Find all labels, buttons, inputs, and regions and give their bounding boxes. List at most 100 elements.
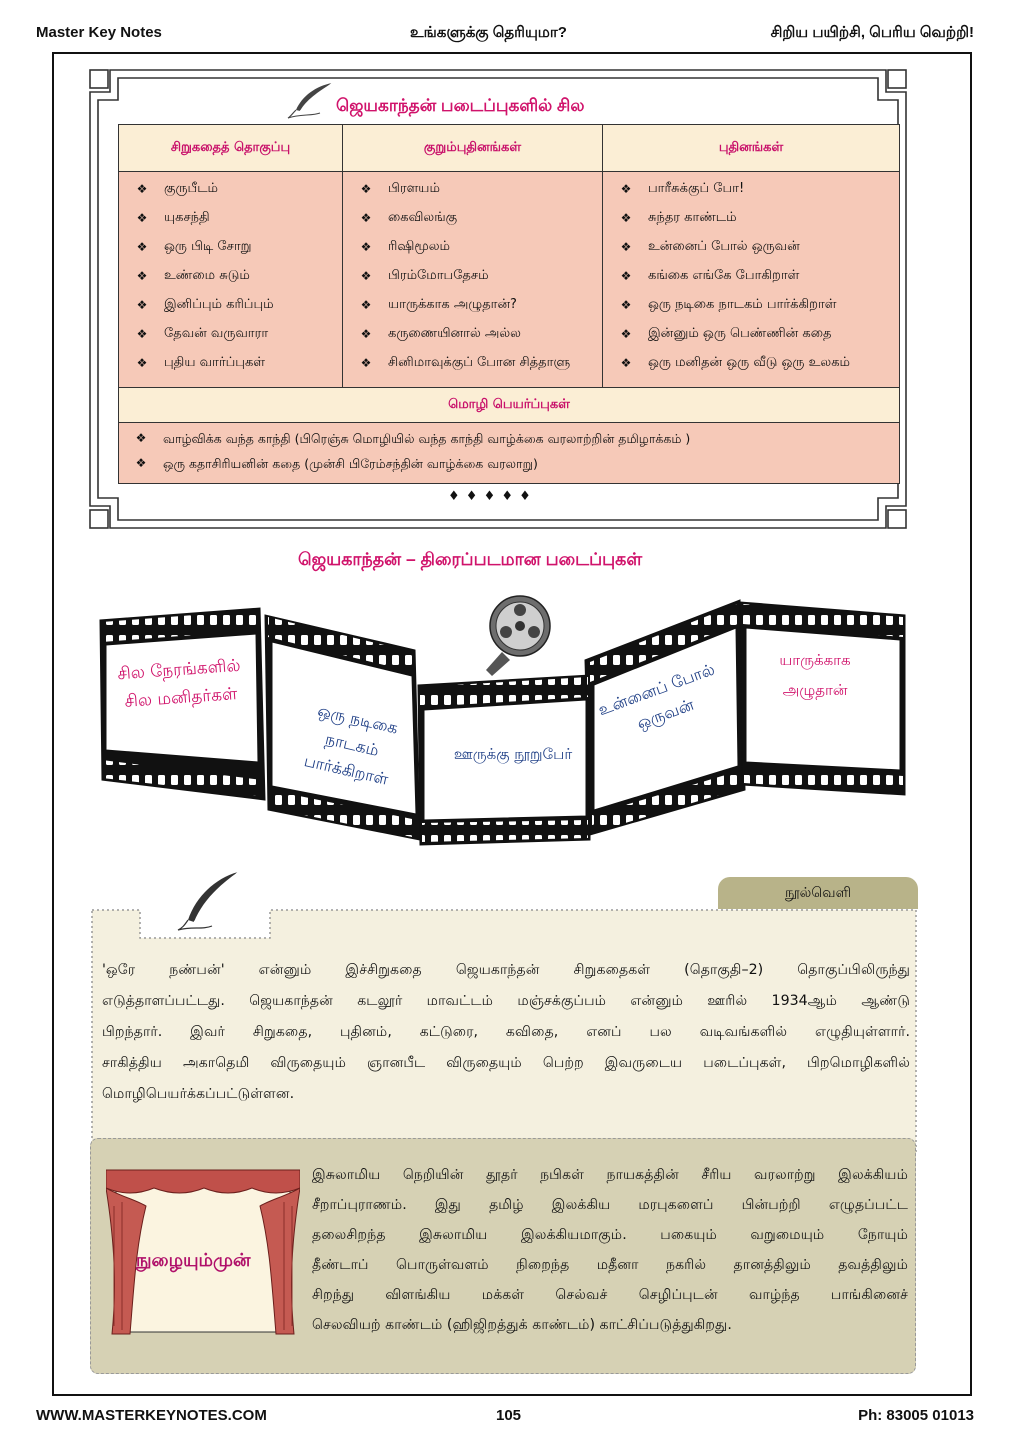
item-text: யாருக்காக அழுதான்? — [388, 296, 517, 312]
bullet-icon: ❖ — [135, 431, 147, 445]
intro-line: இசுலாமிய நெறியின் தூதர் நபிகள் நாயகத்தின… — [312, 1167, 908, 1183]
list-item: ❖பாரீசுக்குப் போ! — [604, 174, 898, 203]
col-header-novels: புதினங்கள் — [602, 125, 899, 172]
item-text: கங்கை எங்கே போகிறாள் — [648, 267, 800, 283]
bullet-icon: ❖ — [360, 326, 372, 341]
list-item: ❖ கைவிலங்கு — [344, 203, 601, 232]
bullet-icon: ❖ — [136, 210, 148, 225]
list-item: ❖ குருபீடம் — [120, 174, 341, 203]
footer-phone: Ph: 83005 01013 — [858, 1407, 974, 1424]
list-item: ❖ வாழ்விக்க வந்த காந்தி (பிரெஞ்சு மொழியில… — [119, 431, 691, 448]
item-text: பிரம்மோபதேசம் — [388, 267, 489, 283]
film-frame-5: யாருக்காக அழுதான் — [779, 651, 851, 699]
noolveli-line: சாகித்திய அகாதெமி விருதையும் ஞானபீட விரு… — [102, 1055, 910, 1071]
bullet-icon: ❖ — [136, 268, 148, 283]
list-item: ❖ ஒரு கதாசிரியனின் கதை (முன்சி பிரேம்சந்த… — [119, 456, 538, 473]
col-short-stories: ❖ குருபீடம் ❖ யுகசந்தி ❖ ஒரு பிடி சோறு ❖ உண்… — [119, 171, 343, 389]
item-text: ஒரு பிடி சோறு — [164, 238, 252, 254]
item-text: கைவிலங்கு — [388, 209, 458, 225]
works-title: ஜெயகாந்தன் படைப்புகளில் சில — [336, 96, 585, 115]
item-text: வாழ்விக்க வந்த காந்தி (பிரெஞ்சு மொழியில்… — [163, 431, 691, 446]
item-text: ஒரு கதாசிரியனின் கதை (முன்சி பிரேம்சந்தி… — [163, 456, 538, 471]
list-item: ❖ ஒரு பிடி சோறு — [120, 232, 341, 261]
stage-curtain-icon — [106, 1169, 300, 1335]
list-item: ❖ பிரம்மோபதேசம் — [344, 261, 601, 290]
item-text: உன்னைப் போல் ஒருவன் — [648, 238, 800, 254]
noolveli-text: 'ஒரே நண்பன்' என்னும் இச்சிறுகதை ஜெயகாந்த… — [102, 955, 910, 1110]
item-text: சினிமாவுக்குப் போன சித்தாளு — [388, 354, 571, 370]
noolveli-line: எடுத்தாளப்பட்டது. ஜெயகாந்தன் கடலூர் மாவட… — [102, 993, 910, 1009]
bullet-icon: ❖ — [360, 297, 372, 312]
col-header-short-stories: சிறுகதைத் தொகுப்பு — [119, 125, 343, 172]
list-item: ❖ கங்கை எங்கே போகிறாள் — [604, 261, 898, 290]
quill-icon — [177, 871, 239, 931]
bullet-icon: ❖ — [620, 181, 632, 196]
intro-label: நுழையும்முன் — [136, 1250, 251, 1271]
noolveli-line: பிறந்தார். இவர் சிறுகதை, புதினம், கட்டுர… — [102, 1024, 910, 1040]
bullet-icon: ❖ — [620, 210, 632, 225]
bullet-icon: ❖ — [360, 181, 372, 196]
list-item: ❖ சினிமாவுக்குப் போன சித்தாளு — [344, 348, 601, 377]
bullet-icon: ❖ — [136, 239, 148, 254]
noolveli-line: மொழிபெயர்க்கப்பட்டுள்ளன. — [102, 1086, 295, 1102]
header-left: Master Key Notes — [36, 24, 162, 41]
bullet-icon: ❖ — [136, 297, 148, 312]
list-item: ❖ யாருக்காக அழுதான்? — [344, 290, 601, 319]
item-text: இனிப்பும் கரிப்பும் — [164, 296, 274, 312]
list-item: ❖ ஒரு மனிதன் ஒரு வீடு ஒரு உலகம் — [604, 348, 898, 377]
list-item: ❖ கருணையினால் அல்ல — [344, 319, 601, 348]
bullet-icon: ❖ — [620, 355, 632, 370]
header-right: சிறிய பயிற்சி, பெரிய வெற்றி! — [770, 24, 974, 41]
film-frame-3: ஊருக்கு நூறுபேர் — [453, 745, 573, 763]
item-text: தேவன் வருவாரா — [164, 325, 269, 341]
bullet-icon: ❖ — [360, 268, 372, 283]
list-item: ❖ ஒரு நடிகை நாடகம் பார்க்கிறாள் — [604, 290, 898, 319]
bullet-icon: ❖ — [136, 326, 148, 341]
film-frame-1: சில நேரங்களில் சில மனிதர்கள் — [116, 655, 242, 712]
list-item: ❖ உன்னைப் போல் ஒருவன் — [604, 232, 898, 261]
decorative-frame — [89, 69, 907, 529]
item-text: கருணையினால் அல்ல — [388, 325, 521, 341]
item-text: பிரளயம் — [388, 180, 440, 196]
item-text: இன்னும் ஒரு பெண்ணின் கதை — [648, 325, 832, 341]
film-strip — [99, 595, 906, 846]
item-text: யுகசந்தி — [164, 209, 210, 225]
intro-line: தலைசிறந்த இசுலாமிய இலக்கியமாகும். பகையும… — [312, 1227, 908, 1243]
bullet-icon: ❖ — [620, 239, 632, 254]
item-text: ரிஷிமூலம் — [388, 238, 451, 254]
bullet-icon: ❖ — [620, 297, 632, 312]
list-item: ❖புதிய வார்ப்புகள் — [120, 348, 341, 377]
item-text: உண்மை சுடும் — [164, 267, 250, 283]
list-item: ❖ யுகசந்தி — [120, 203, 341, 232]
bullet-icon: ❖ — [620, 268, 632, 283]
bullet-icon: ❖ — [360, 239, 372, 254]
list-item: ❖ பிரளயம் — [344, 174, 601, 203]
bullet-icon: ❖ — [360, 355, 372, 370]
page-number: 105 — [496, 1407, 522, 1424]
bullet-icon: ❖ — [620, 326, 632, 341]
noolveli-tab: நூல்வெளி — [718, 877, 918, 909]
col-novellas: ❖ பிரளயம் ❖ கைவிலங்கு ❖ ரிஷிமூலம் ❖ பிரம்மோப… — [342, 171, 603, 389]
item-text: ஒரு மனிதன் ஒரு வீடு ஒரு உலகம் — [648, 354, 850, 370]
intro-line: செலவியற் காண்டம் (ஹிஜிறத்துக் காண்டம்) க… — [312, 1317, 732, 1333]
page-frame — [52, 52, 972, 1396]
header-center: உங்களுக்கு தெரியுமா? — [410, 24, 567, 41]
col-novels: ❖பாரீசுக்குப் போ! ❖சுந்தர காண்டம் ❖ உன்னை… — [603, 172, 900, 390]
intro-line: தீண்டாப் பொருள்வளம் நிறைந்த மதீனா நகரில்… — [312, 1257, 908, 1273]
intro-line: சீறாப்புராணம். இது தமிழ் இலக்கிய மரபுகளை… — [312, 1197, 908, 1213]
list-item: ❖ இனிப்பும் கரிப்பும் — [120, 290, 341, 319]
films-title: ஜெயகாந்தன் – திரைப்படமான படைப்புகள் — [298, 549, 643, 569]
bullet-icon: ❖ — [360, 210, 372, 225]
bullet-icon: ❖ — [136, 181, 148, 196]
list-item: ❖ உண்மை சுடும் — [120, 261, 341, 290]
footer-website: WWW.MASTERKEYNOTES.COM — [36, 1407, 267, 1424]
translations-header: மொழி பெயர்ப்புகள் — [119, 387, 899, 423]
works-table: சிறுகதைத் தொகுப்பு குறும்புதினங்கள் புதி… — [118, 124, 900, 484]
item-text: குருபீடம் — [164, 180, 219, 196]
bullet-icon: ❖ — [135, 456, 147, 470]
item-text: ஒரு நடிகை நாடகம் பார்க்கிறாள் — [648, 296, 837, 312]
bullet-icon: ❖ — [136, 355, 148, 370]
list-item: ❖சுந்தர காண்டம் — [604, 203, 898, 232]
diamond-divider: ♦ ♦ ♦ ♦ ♦ — [448, 489, 532, 504]
list-item: ❖ தேவன் வருவாரா — [120, 319, 341, 348]
